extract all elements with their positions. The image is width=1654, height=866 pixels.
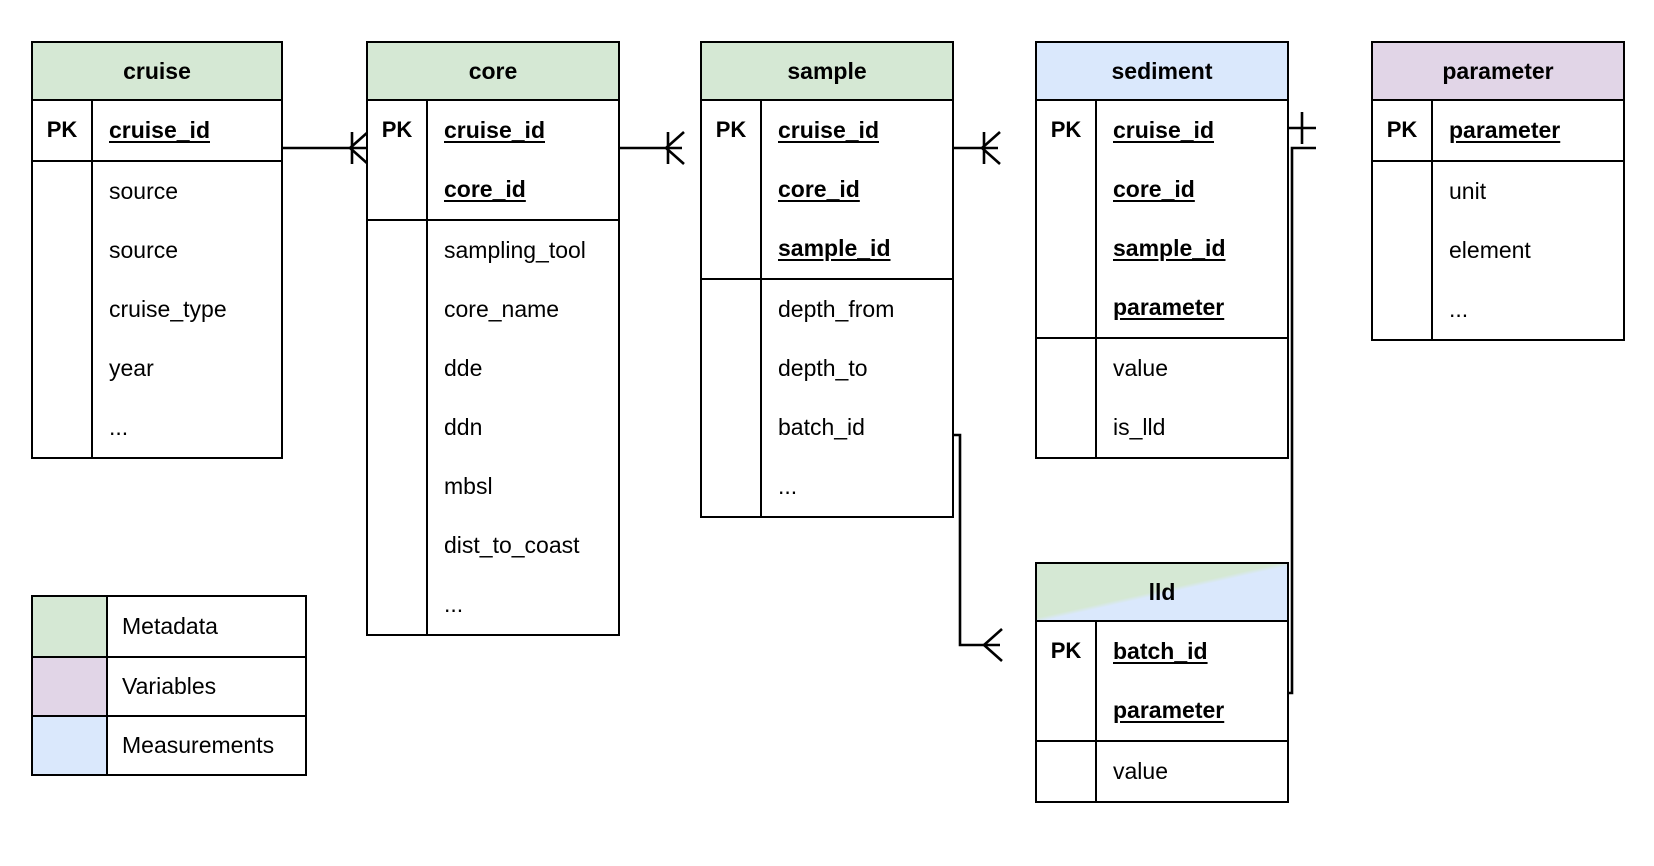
legend-swatch-variables <box>33 658 108 715</box>
field-mbsl[interactable]: mbsl <box>444 473 493 499</box>
field-batch-id[interactable]: batch_id <box>1113 638 1208 664</box>
pk-spacer: . <box>1037 339 1097 457</box>
field-ellipsis: ... <box>778 473 798 499</box>
field-core-id[interactable]: core_id <box>444 176 526 202</box>
legend-label-variables: Variables <box>122 673 217 699</box>
field-core-id[interactable]: core_id <box>1113 176 1195 202</box>
field-source-2[interactable]: source <box>109 237 179 263</box>
field-element[interactable]: element <box>1449 237 1531 263</box>
field-ddn[interactable]: ddn <box>444 414 483 440</box>
field-cruise-id[interactable]: cruise_id <box>1113 117 1214 143</box>
entity-sample-title: sample <box>702 43 952 101</box>
pk-label: PK <box>1037 101 1097 337</box>
entity-sample-attr-group: . depth_from depth_to batch_id ... <box>702 278 952 516</box>
pk-spacer: . <box>702 280 762 516</box>
field-batch-id[interactable]: batch_id <box>778 414 865 440</box>
entity-parameter-title: parameter <box>1373 43 1623 101</box>
legend-swatch-metadata <box>33 597 108 656</box>
entity-sample-pk-group: PK cruise_id core_id sample_id <box>702 101 952 278</box>
entity-parameter-pk-group: PK parameter <box>1373 101 1623 160</box>
legend-label-metadata: Metadata <box>122 613 218 639</box>
field-ellipsis: ... <box>109 414 129 440</box>
field-value[interactable]: value <box>1113 355 1168 381</box>
field-depth-to[interactable]: depth_to <box>778 355 868 381</box>
legend-swatch-measurements <box>33 717 108 774</box>
pk-spacer: . <box>1373 162 1433 339</box>
entity-sediment-pk-group: PK cruise_id core_id sample_id parameter <box>1037 101 1287 337</box>
legend: Metadata Variables Measurements <box>31 595 307 776</box>
field-unit[interactable]: unit <box>1449 178 1487 204</box>
field-ellipsis: ... <box>1449 296 1469 322</box>
field-parameter[interactable]: parameter <box>1113 294 1225 320</box>
entity-lld-attr-group: . value <box>1037 740 1287 801</box>
field-value[interactable]: value <box>1113 758 1168 784</box>
pk-spacer: . <box>1037 742 1097 801</box>
field-year[interactable]: year <box>109 355 154 381</box>
field-depth-from[interactable]: depth_from <box>778 296 895 322</box>
entity-lld[interactable]: lld PK batch_id parameter . value <box>1035 562 1289 803</box>
entity-cruise-title: cruise <box>33 43 281 101</box>
field-sample-id[interactable]: sample_id <box>778 235 891 261</box>
entity-parameter[interactable]: parameter PK parameter . unit element ..… <box>1371 41 1625 341</box>
entity-cruise-attr-group: . source source cruise_type year ... <box>33 160 281 457</box>
legend-label-measurements: Measurements <box>122 732 275 758</box>
entity-lld-title: lld <box>1037 564 1287 622</box>
entity-cruise[interactable]: cruise PK cruise_id . source source crui… <box>31 41 283 459</box>
field-sampling-tool[interactable]: sampling_tool <box>444 237 586 263</box>
field-is-lld[interactable]: is_lld <box>1113 414 1166 440</box>
field-core-name[interactable]: core_name <box>444 296 560 322</box>
field-cruise-id[interactable]: cruise_id <box>444 117 545 143</box>
field-ellipsis: ... <box>444 591 464 617</box>
legend-item-variables: Variables <box>33 656 305 715</box>
pk-label: PK <box>1373 101 1433 160</box>
entity-lld-pk-group: PK batch_id parameter <box>1037 622 1287 740</box>
entity-core-title: core <box>368 43 618 101</box>
entity-sediment-attr-group: . value is_lld <box>1037 337 1287 457</box>
field-core-id[interactable]: core_id <box>778 176 860 202</box>
entity-core[interactable]: core PK cruise_id core_id . sampling_too… <box>366 41 620 636</box>
pk-label: PK <box>33 101 93 160</box>
pk-label: PK <box>702 101 762 278</box>
field-cruise-id[interactable]: cruise_id <box>109 117 210 143</box>
pk-spacer: . <box>368 221 428 634</box>
field-dist-to-coast[interactable]: dist_to_coast <box>444 532 580 558</box>
entity-core-pk-group: PK cruise_id core_id <box>368 101 618 219</box>
pk-label: PK <box>1037 622 1097 740</box>
field-sample-id[interactable]: sample_id <box>1113 235 1226 261</box>
field-parameter[interactable]: parameter <box>1449 117 1561 143</box>
pk-spacer: . <box>33 162 93 457</box>
legend-item-metadata: Metadata <box>33 597 305 656</box>
field-dde[interactable]: dde <box>444 355 483 381</box>
pk-label: PK <box>368 101 428 219</box>
entity-sample[interactable]: sample PK cruise_id core_id sample_id . … <box>700 41 954 518</box>
entity-sediment-title: sediment <box>1037 43 1287 101</box>
field-source-1[interactable]: source <box>109 178 179 204</box>
field-parameter[interactable]: parameter <box>1113 697 1225 723</box>
field-cruise-type[interactable]: cruise_type <box>109 296 227 322</box>
legend-item-measurements: Measurements <box>33 715 305 774</box>
field-cruise-id[interactable]: cruise_id <box>778 117 879 143</box>
entity-sediment[interactable]: sediment PK cruise_id core_id sample_id … <box>1035 41 1289 459</box>
entity-parameter-attr-group: . unit element ... <box>1373 160 1623 339</box>
entity-core-attr-group: . sampling_tool core_name dde ddn mbsl d… <box>368 219 618 634</box>
entity-cruise-pk-group: PK cruise_id <box>33 101 281 160</box>
